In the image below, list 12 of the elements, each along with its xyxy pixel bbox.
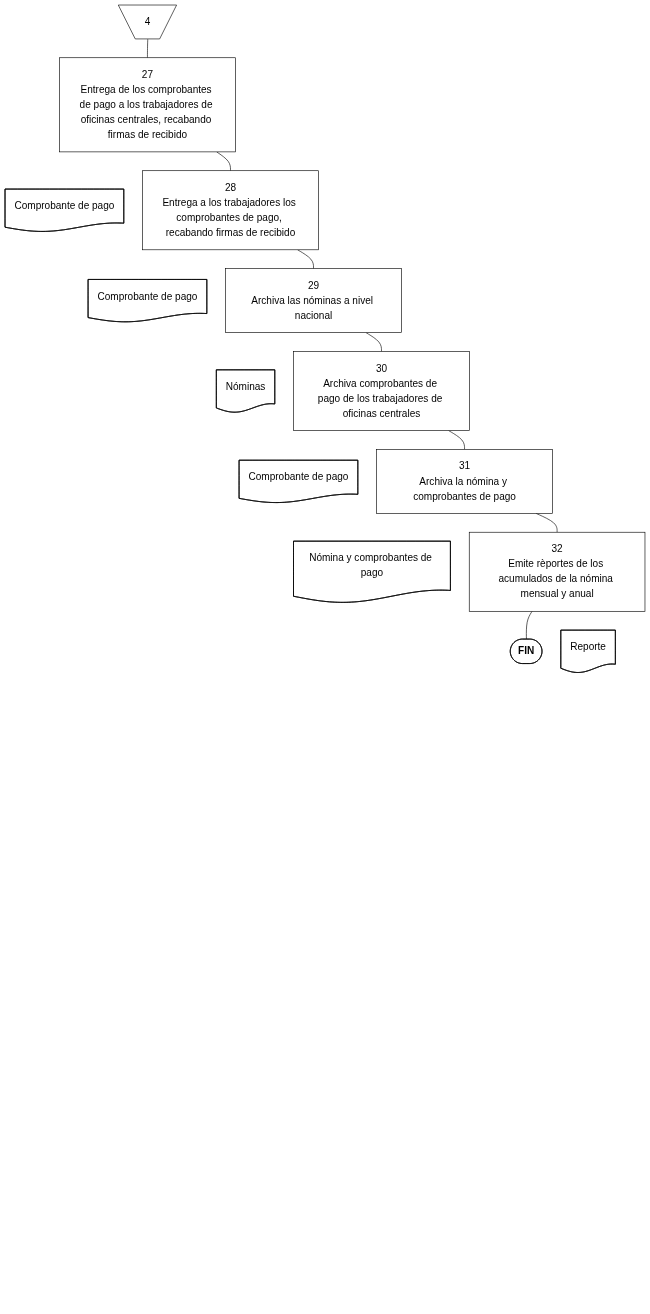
connector [297, 249, 314, 269]
node-box: 30 Archiva comprobantes de pago de los trabajadores de oficinas centrales [293, 351, 470, 431]
connector [526, 611, 533, 640]
connector [448, 430, 465, 450]
node-box: 27 Entrega de los comprobantes de pago a los trabajadores de oficinas centrales, recabando firmas de recibido [59, 57, 236, 153]
node-box: 28 Entrega a los trabajadores los comprobantes de pago, recabando firmas de recibido [142, 170, 319, 251]
connector [216, 151, 231, 172]
node-box: 31 Archiva la nómina y comprobantes de pago [376, 449, 553, 514]
connector [365, 332, 382, 352]
node-box: 29 Archiva las nóminas a nivel nacional [225, 268, 402, 333]
connector [147, 38, 149, 59]
node-box: 32 Emite rèportes de los acumulados de la nómina mensual y anual [468, 531, 646, 612]
